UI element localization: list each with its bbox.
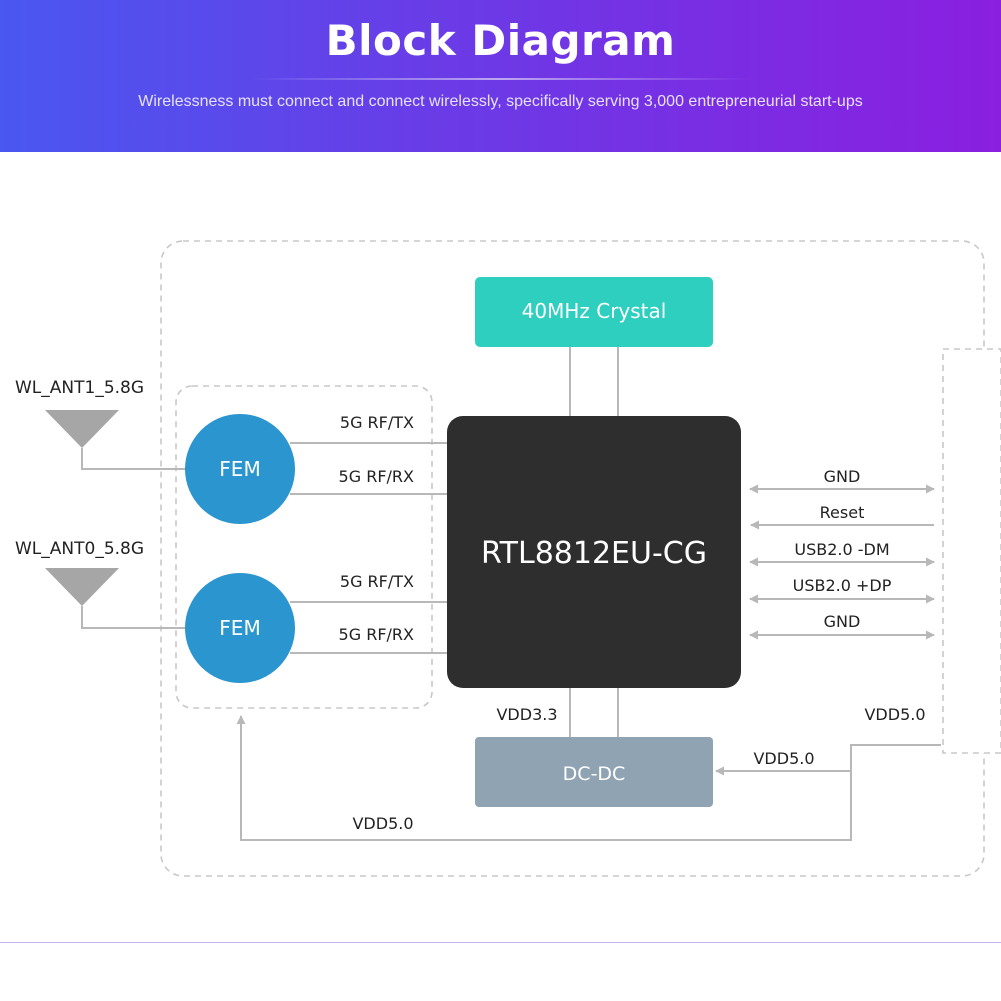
reset-label: Reset <box>820 503 865 522</box>
rf-bottom-rx-label: 5G RF/RX <box>339 625 414 644</box>
fem-bottom-label: FEM <box>219 616 260 640</box>
usb-dm-label: USB2.0 -DM <box>794 540 889 559</box>
antenna-icon <box>45 568 119 606</box>
vdd50-to-dcdc-line <box>715 744 941 776</box>
footer-divider <box>0 942 1001 943</box>
title-divider <box>250 78 750 80</box>
gnd-top-label: GND <box>824 467 861 486</box>
connector-boundary <box>942 348 1001 754</box>
fem-group-boundary <box>175 385 433 709</box>
antenna-icon <box>45 410 119 448</box>
usb-dp-label: USB2.0 +DP <box>793 576 892 595</box>
dcdc-block <box>475 737 713 807</box>
ant0-label: WL_ANT0_5.8G <box>15 539 144 559</box>
rf-top-tx-label: 5G RF/TX <box>340 413 414 432</box>
vdd33-label: VDD3.3 <box>496 705 557 724</box>
ant1-label: WL_ANT1_5.8G <box>15 378 144 398</box>
fem-bottom-circle <box>185 573 295 683</box>
page-subtitle: Wirelessness must connect and connect wi… <box>138 93 863 110</box>
vdd50-dcdc-label: VDD5.0 <box>753 749 814 768</box>
vdd50-bottom-label: VDD5.0 <box>352 814 413 833</box>
ant1-feed-line <box>81 448 186 470</box>
crystal-label: 40MHz Crystal <box>522 299 667 323</box>
rf-top-rx-label: 5G RF/RX <box>339 467 414 486</box>
chip-label: RTL8812EU-CG <box>481 536 707 571</box>
header-banner: Block Diagram Wirelessness must connect … <box>0 0 1001 152</box>
module-boundary <box>160 240 985 877</box>
fem-top-circle <box>185 414 295 524</box>
fem-top-label: FEM <box>219 457 260 481</box>
page-title: Block Diagram <box>325 16 676 65</box>
vdd50-right-label: VDD5.0 <box>864 705 925 724</box>
chip-block <box>447 416 741 688</box>
rf-bottom-tx-label: 5G RF/TX <box>340 572 414 591</box>
gnd-bottom-label: GND <box>824 612 861 631</box>
crystal-block <box>475 277 713 347</box>
vdd50-to-fem-line <box>236 715 852 841</box>
dcdc-label: DC-DC <box>563 763 626 785</box>
ant0-feed-line <box>81 606 186 629</box>
